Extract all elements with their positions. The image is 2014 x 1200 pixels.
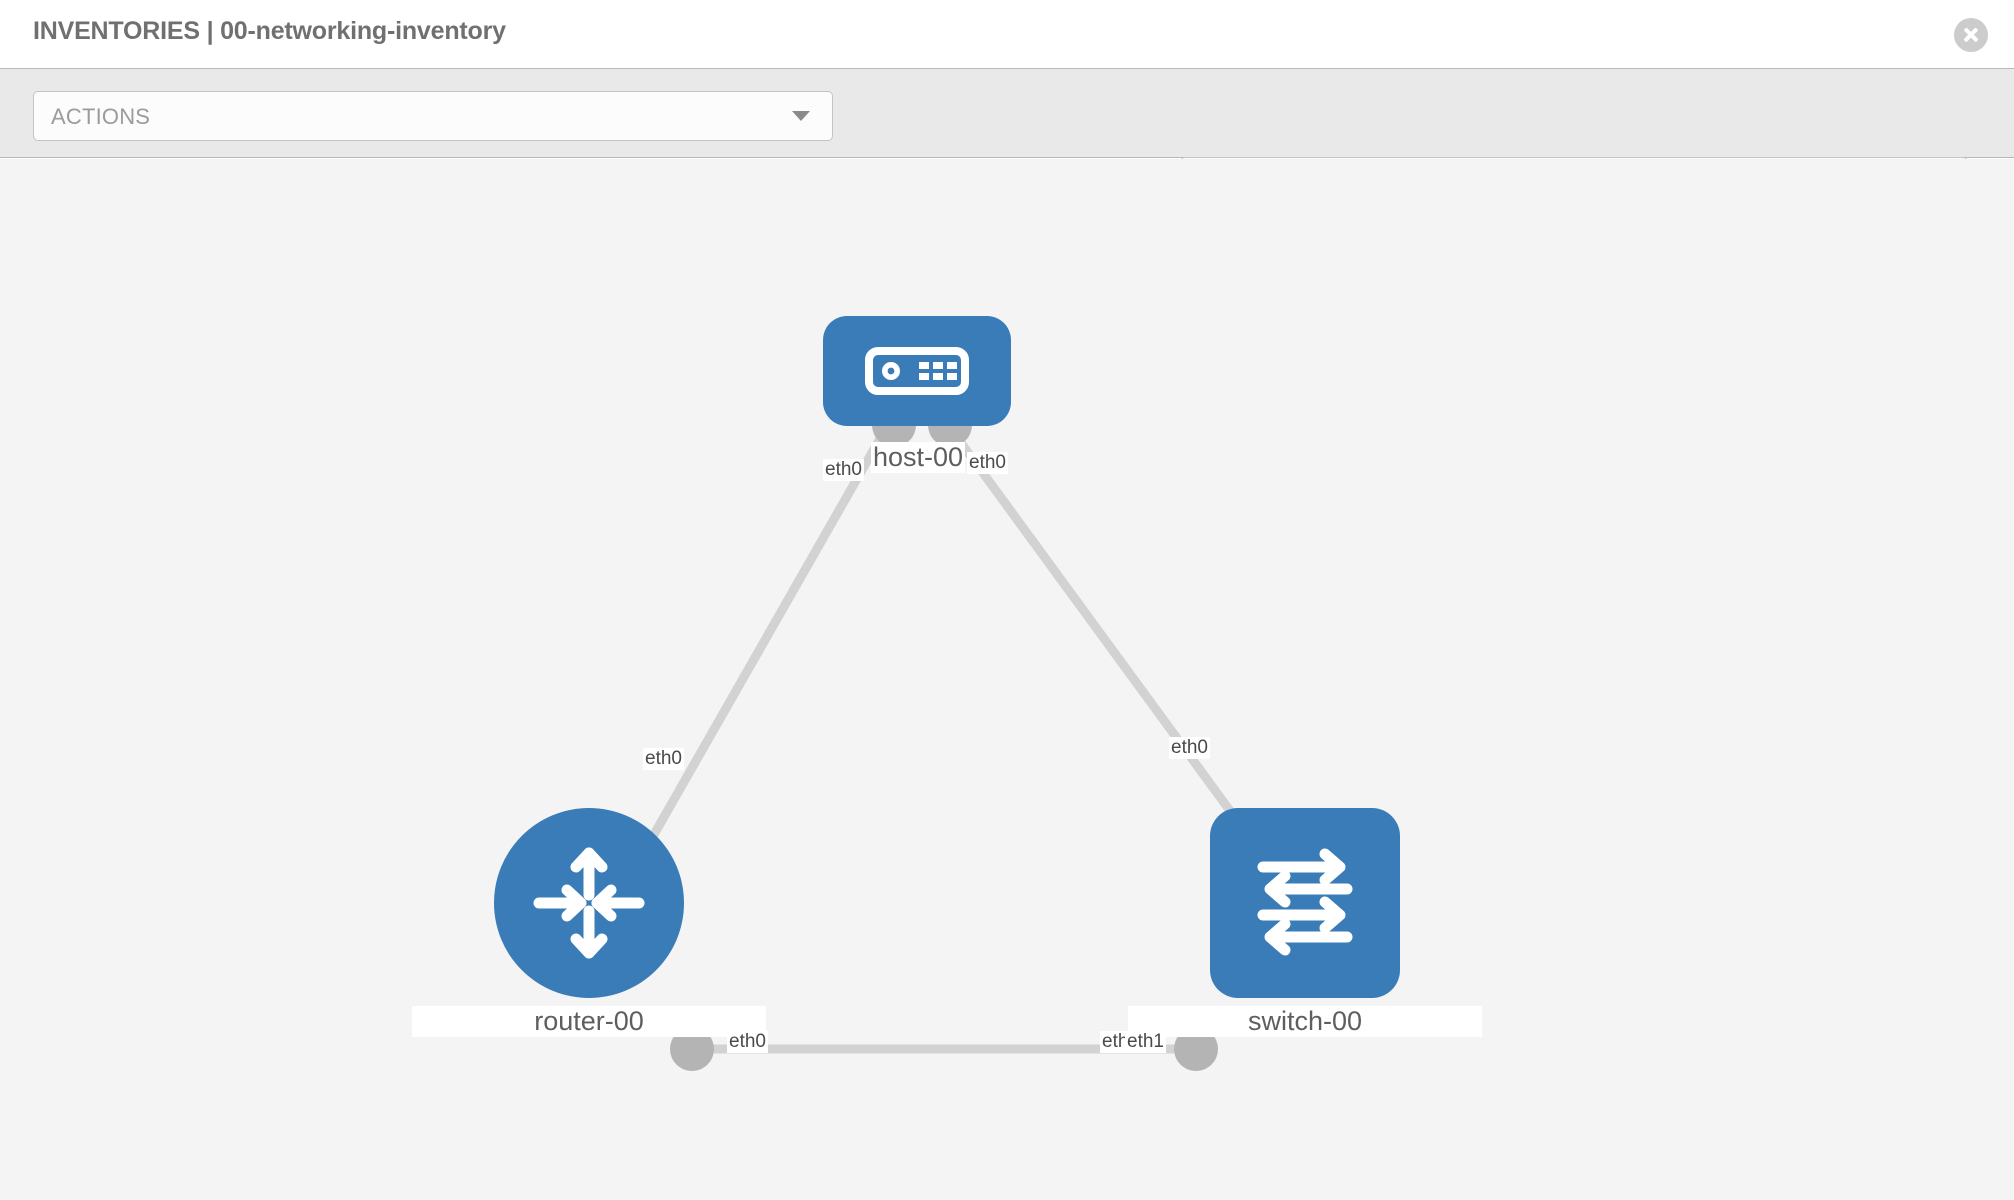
iface-label-router-right: eth0 (727, 1031, 768, 1053)
page-title: INVENTORIES | 00-networking-inventory (33, 17, 506, 45)
node-label-router-00: router-00 (412, 1006, 766, 1037)
actions-dropdown[interactable]: ACTIONS (33, 91, 833, 141)
link-host-switch (940, 416, 1241, 824)
router-arrows-icon (533, 847, 645, 959)
topology-canvas[interactable]: router-00 switch-00 host-00 eth0 eth0 et… (0, 159, 2014, 1200)
node-label-switch-00: switch-00 (1128, 1006, 1482, 1037)
iface-label-router-up: eth0 (643, 748, 684, 770)
chevron-down-icon (792, 111, 810, 121)
node-label-host-00: host-00 (871, 442, 966, 473)
node-switch-00[interactable]: switch-00 (1128, 808, 1482, 1037)
iface-label-host-right: eth0 (967, 452, 1008, 474)
node-router-00[interactable]: router-00 (412, 808, 766, 1037)
actions-dropdown-label: ACTIONS (51, 104, 151, 129)
close-icon[interactable] (1954, 18, 1988, 52)
iface-label-switch-left-b: eth1 (1125, 1031, 1166, 1053)
node-host-00[interactable] (823, 316, 1011, 426)
toolbar: ACTIONS SEARCH (0, 68, 2014, 207)
link-host-router (635, 416, 895, 864)
iface-label-switch-up: eth0 (1169, 737, 1210, 759)
interface-knob-router-right (670, 1027, 714, 1071)
topology-links-layer (635, 403, 1256, 1071)
page-header: INVENTORIES | 00-networking-inventory (0, 0, 2014, 68)
switch-arrows-icon (1257, 848, 1353, 956)
server-icon (865, 347, 969, 395)
interface-knob-switch-left (1174, 1027, 1218, 1071)
iface-label-host-left: eth0 (823, 459, 864, 481)
